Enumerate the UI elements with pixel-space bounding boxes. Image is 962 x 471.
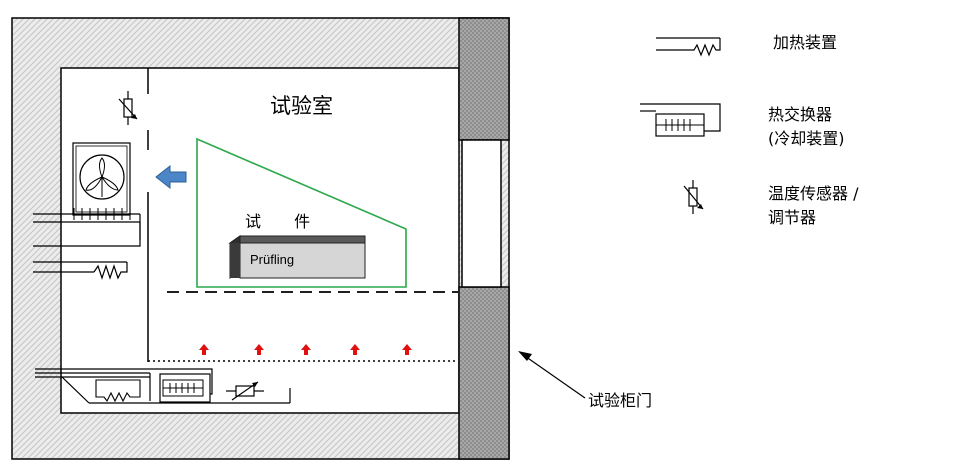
heat-arrow-icon <box>301 344 311 355</box>
legend-sensor-symbol <box>683 180 704 214</box>
heat-flow-arrows <box>199 344 412 355</box>
specimen-label: 试 件 <box>245 212 325 231</box>
legend-sensor-sublabel: 调节器 <box>768 208 817 227</box>
test-chamber-label: 试验室 <box>270 94 333 118</box>
airflow-arrow-icon <box>155 164 187 190</box>
legend-heater-symbol <box>656 37 721 57</box>
heat-arrow-icon <box>350 344 360 355</box>
door-pointer-arrow <box>518 351 586 399</box>
legend-sensor-label: 温度传感器 / <box>768 184 859 203</box>
specimen-box <box>228 235 366 279</box>
cabinet-door <box>458 17 510 460</box>
bottom-air-duct <box>35 368 291 404</box>
bottom-heater-icon <box>95 379 141 403</box>
heat-arrow-icon <box>402 344 412 355</box>
specimen-box-label: Prüfling <box>250 252 295 267</box>
heater-icon <box>33 261 128 280</box>
legend-heat-exchanger-sublabel: (冷却装置) <box>768 129 845 148</box>
heat-arrow-icon <box>199 344 209 355</box>
heat-exchanger-coil <box>33 208 141 247</box>
temperature-sensor-icon <box>118 91 138 125</box>
legend-heat-exchanger-label: 热交换器 <box>768 105 833 124</box>
airflow-zone-outline <box>196 137 407 288</box>
heat-arrow-icon <box>254 344 264 355</box>
bottom-sensor-icon <box>226 381 264 401</box>
bottom-heat-exchanger-icon <box>159 373 211 403</box>
fan-icon <box>72 142 131 216</box>
legend-heater-label: 加热装置 <box>773 33 838 52</box>
door-window <box>461 139 502 288</box>
cabinet-door-label: 试验柜门 <box>588 391 653 410</box>
legend-heat-exchanger-symbol <box>640 103 721 137</box>
